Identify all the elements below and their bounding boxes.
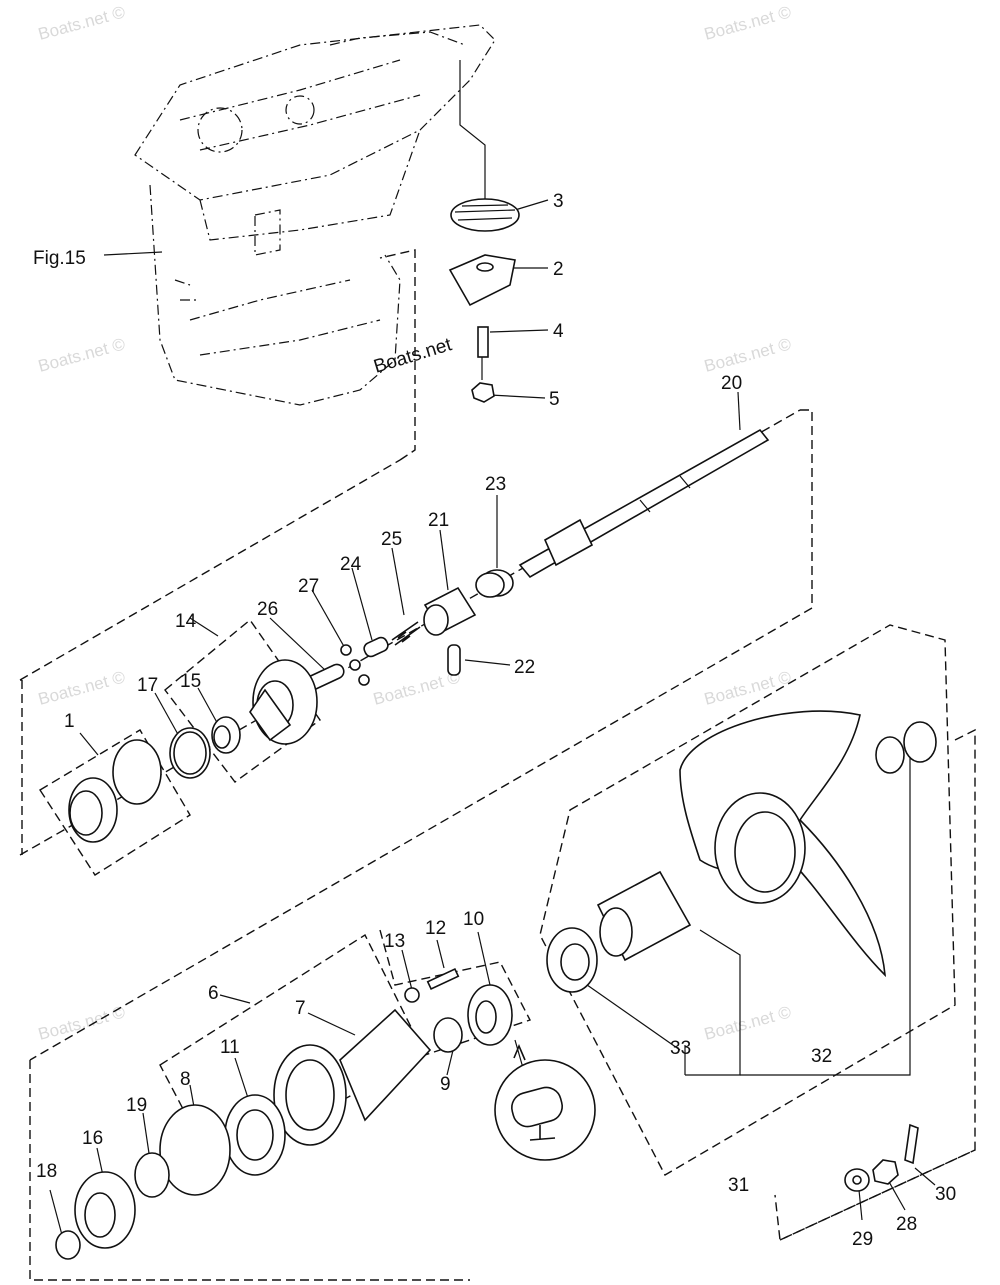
watermark-5: Boats.net © bbox=[36, 667, 127, 709]
label-part-3: 3 bbox=[553, 191, 564, 212]
group-boxes bbox=[19, 249, 976, 1281]
label-part-4: 4 bbox=[553, 321, 564, 342]
label-part-5: 5 bbox=[549, 389, 560, 410]
label-part-23: 23 bbox=[485, 474, 506, 495]
label-part-10: 10 bbox=[463, 909, 484, 930]
part-2-anode bbox=[448, 254, 516, 307]
part-4-bolt bbox=[477, 326, 489, 358]
label-part-13: 13 bbox=[384, 931, 405, 952]
label-part-24: 24 bbox=[340, 554, 362, 575]
part-28-nut bbox=[872, 1159, 899, 1185]
part-1-bearing bbox=[112, 739, 162, 805]
part-3-mesh bbox=[454, 204, 516, 221]
label-part-28: 28 bbox=[896, 1214, 917, 1235]
part-5-nut bbox=[471, 382, 495, 403]
label-part-31: 31 bbox=[728, 1175, 749, 1196]
watermark-2: Boats.net © bbox=[702, 2, 793, 44]
part-27-ball bbox=[340, 644, 352, 656]
label-part-9: 9 bbox=[440, 1074, 451, 1095]
label-part-29: 29 bbox=[852, 1229, 873, 1250]
label-part-11: 11 bbox=[220, 1037, 240, 1058]
lower-case-housing bbox=[134, 24, 496, 406]
watermark-9: Boats.net © bbox=[702, 1002, 793, 1044]
label-part-8: 8 bbox=[180, 1069, 191, 1090]
part-18-washer bbox=[55, 1230, 81, 1260]
label-part-15: 15 bbox=[180, 671, 201, 692]
watermarks: Boats.net © Boats.net © Boats.net © Boat… bbox=[36, 2, 793, 1044]
part-9-bearing bbox=[433, 1017, 463, 1053]
label-part-30: 30 bbox=[935, 1184, 956, 1205]
label-part-12: 12 bbox=[425, 918, 446, 939]
label-part-14: 14 bbox=[175, 611, 197, 632]
part-32-bushing bbox=[903, 721, 937, 763]
label-part-17: 17 bbox=[137, 675, 158, 696]
label-part-32: 32 bbox=[811, 1046, 832, 1067]
label-part-25: 25 bbox=[381, 529, 402, 550]
part-labels: 3 2 4 5 20 23 21 25 24 27 26 14 15 17 1 … bbox=[36, 191, 956, 1250]
label-part-33: 33 bbox=[670, 1038, 691, 1059]
part-19-shim bbox=[134, 1152, 170, 1198]
label-part-7: 7 bbox=[295, 998, 306, 1019]
parts bbox=[55, 198, 937, 1260]
part-13-washer bbox=[404, 987, 420, 1003]
label-part-16: 16 bbox=[82, 1128, 103, 1149]
part-3-screen bbox=[450, 198, 520, 232]
label-part-19: 19 bbox=[126, 1095, 147, 1116]
label-part-18: 18 bbox=[36, 1161, 57, 1182]
label-part-20: 20 bbox=[721, 373, 742, 394]
part-12-bolt bbox=[426, 967, 460, 991]
watermark-3: Boats.net © bbox=[36, 334, 127, 376]
label-part-27: 27 bbox=[298, 576, 319, 597]
part-25-spring bbox=[391, 621, 421, 646]
label-part-2: 2 bbox=[553, 259, 564, 280]
label-part-1: 1 bbox=[64, 711, 75, 732]
fig-reference: Fig.15 bbox=[33, 248, 86, 269]
part-8-oring bbox=[159, 1104, 231, 1196]
brand-mark: Boats.net bbox=[371, 334, 455, 378]
part-24-plunger bbox=[363, 636, 389, 658]
part-30-cotter bbox=[904, 1123, 919, 1165]
label-part-21: 21 bbox=[428, 510, 449, 531]
watermark-8: Boats.net © bbox=[36, 1002, 127, 1044]
leader-lines bbox=[49, 60, 936, 1236]
watermark-4: Boats.net © bbox=[702, 334, 793, 376]
label-part-6: 6 bbox=[208, 983, 219, 1004]
watermark-1: Boats.net © bbox=[36, 2, 127, 44]
label-part-26: 26 bbox=[257, 599, 278, 620]
label-part-22: 22 bbox=[514, 657, 535, 678]
part-22-pin bbox=[447, 644, 461, 676]
